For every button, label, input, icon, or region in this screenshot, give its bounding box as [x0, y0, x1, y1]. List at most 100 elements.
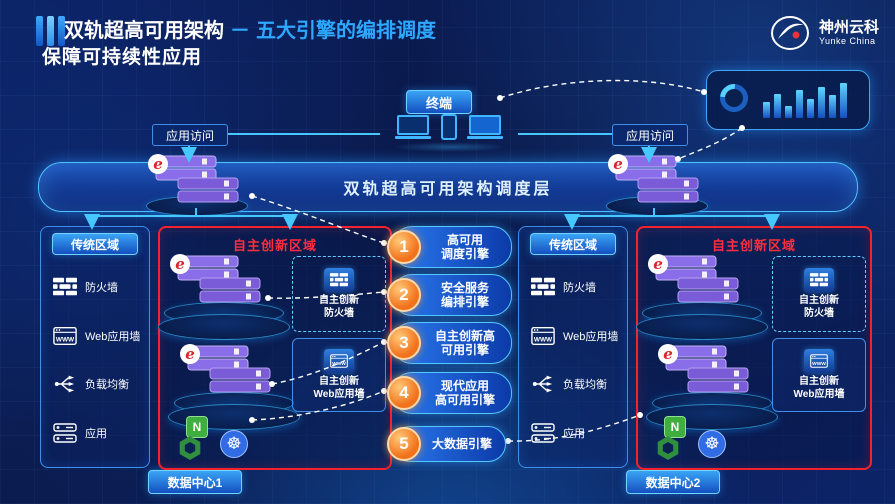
server-cluster [168, 254, 268, 310]
title-separator: － [230, 20, 250, 42]
nginx-icon: N [664, 416, 686, 438]
engine-label-line: 安全服务 [440, 280, 489, 295]
engine-2-label: 安全服务 编排引擎 [419, 281, 511, 310]
access-label-right: 应用访问 [612, 124, 688, 146]
engine-2-number: 2 [387, 278, 421, 312]
application-icon [53, 423, 77, 443]
engine-1-number: 1 [387, 230, 421, 264]
item-label: 负载均衡 [85, 379, 129, 392]
dc1-innov-firewall-box: 自主创新 防火墙 [292, 256, 386, 332]
scheduler-layer: 双轨超高可用架构调度层 [38, 162, 858, 212]
page-title: 双轨超高可用架构 － 五大引擎的编排调度 [64, 14, 436, 43]
innov-firewall-label: 自主创新 防火墙 [319, 295, 359, 320]
kubernetes-icon: ☸ [698, 430, 726, 458]
list-item: Web应用墙 [41, 326, 149, 346]
dc2-innovation-zone: 自主创新区域 N ☸ 自主创新 防火墙 自主创新 Web应用墙 [636, 226, 872, 470]
item-label: Web应用墙 [85, 330, 141, 343]
engine-4-label: 现代应用 高可用引擎 [419, 379, 511, 408]
application-icon [531, 423, 555, 443]
dc2-innov-waf-box: 自主创新 Web应用墙 [772, 338, 866, 412]
server-cluster [178, 344, 278, 400]
dc2-label: 数据中心2 [626, 470, 720, 494]
brand-subname: Yunke China [818, 36, 876, 47]
server-cluster-left [146, 154, 246, 210]
engine-label-line: 调度引擎 [440, 247, 489, 261]
dc2-innov-firewall-box: 自主创新 防火墙 [772, 256, 866, 332]
engine-5-number: 5 [387, 427, 421, 461]
item-label: Web应用墙 [563, 330, 619, 343]
engine-1-label: 高可用 调度引擎 [419, 233, 511, 262]
item-label: 防火墙 [85, 282, 118, 295]
firewall-chip-icon [324, 268, 354, 292]
platform-ellipse [158, 314, 290, 340]
list-item: 应用 [519, 423, 627, 443]
engine-label-line: 高可用 [446, 232, 483, 247]
web-app-wall-icon [53, 326, 77, 346]
web-app-wall-icon [531, 326, 555, 346]
label-line: 自主创新 [319, 376, 359, 387]
list-item: 应用 [41, 423, 149, 443]
firewall-icon [531, 277, 555, 297]
innov-waf-label: 自主创新 Web应用墙 [794, 376, 845, 401]
firewall-icon [53, 277, 77, 297]
engine-label-line: 可用引擎 [440, 343, 489, 357]
server-cluster-right [606, 154, 706, 210]
hexagon-icon [179, 436, 201, 460]
dc1-innovation-zone: 自主创新区域 N ☸ 自主创新 防火墙 自主创新 Web应用墙 [158, 226, 392, 470]
label-line: 自主创新 [799, 295, 839, 306]
label-line: Web应用墙 [313, 388, 365, 400]
label-line: Web应用墙 [793, 388, 845, 400]
label-line: 自主创新 [319, 295, 359, 306]
device-platform-glow [392, 142, 508, 152]
list-item: 防火墙 [519, 277, 627, 297]
nginx-icon: N [186, 416, 208, 438]
label-line: 防火墙 [324, 307, 354, 319]
access-label-left: 应用访问 [152, 124, 228, 146]
item-label: 负载均衡 [563, 379, 607, 392]
engine-5-label: 大数据引擎 [419, 437, 505, 451]
dc1-innovation-label: 自主创新区域 [232, 238, 317, 253]
engine-3-label: 自主创新高 可用引擎 [419, 329, 511, 358]
dc1-innov-waf-box: 自主创新 Web应用墙 [292, 338, 386, 412]
innov-waf-label: 自主创新 Web应用墙 [314, 376, 365, 401]
brand-logo: 神州云科 Yunke China [769, 12, 879, 54]
hexagon-icon [657, 436, 679, 460]
title-accent: 五大引擎的编排调度 [256, 20, 436, 42]
web-app-wall-chip-icon [324, 349, 354, 373]
laptop-icon [395, 115, 431, 139]
dc2-traditional-label: 传统区域 [530, 233, 616, 255]
server-cluster [656, 344, 756, 400]
list-item: 负载均衡 [41, 374, 149, 394]
monitor-bars [763, 83, 859, 118]
label-line: 防火墙 [804, 307, 834, 319]
list-item: 防火墙 [41, 277, 149, 297]
load-balancer-icon [53, 374, 77, 394]
platform-ellipse [636, 314, 768, 340]
dc1-traditional-items: 防火墙 Web应用墙 负载均衡 应用 [41, 263, 149, 457]
list-item: 负载均衡 [519, 374, 627, 394]
engine-label-line: 大数据引擎 [431, 436, 492, 451]
terminal-label: 终端 [406, 90, 472, 114]
engine-3: 3 自主创新高 可用引擎 [387, 322, 512, 364]
dc2-traditional-zone: 传统区域 防火墙 Web应用墙 负载均衡 应用 [518, 226, 628, 468]
title-main: 双轨超高可用架构 [64, 20, 224, 42]
engine-1: 1 高可用 调度引擎 [387, 226, 512, 268]
dc1-label: 数据中心1 [148, 470, 242, 494]
server-cluster [646, 254, 746, 310]
brand-swoosh-icon [770, 16, 809, 50]
engine-label-line: 自主创新高 [434, 328, 495, 343]
engine-4: 4 现代应用 高可用引擎 [387, 372, 512, 414]
dc2-innovation-label: 自主创新区域 [711, 238, 796, 253]
item-label: 防火墙 [563, 282, 596, 295]
phone-icon [441, 114, 457, 140]
engine-4-number: 4 [387, 376, 421, 410]
engine-label-line: 编排引擎 [440, 295, 489, 309]
item-label: 应用 [563, 427, 585, 440]
web-app-wall-chip-icon [804, 349, 834, 373]
scheduler-label: 双轨超高可用架构调度层 [343, 181, 553, 198]
load-balancer-icon [531, 374, 555, 394]
innov-firewall-label: 自主创新 防火墙 [799, 295, 839, 320]
dc2-traditional-items: 防火墙 Web应用墙 负载均衡 应用 [519, 263, 627, 457]
engine-label-line: 高可用引擎 [434, 393, 495, 407]
